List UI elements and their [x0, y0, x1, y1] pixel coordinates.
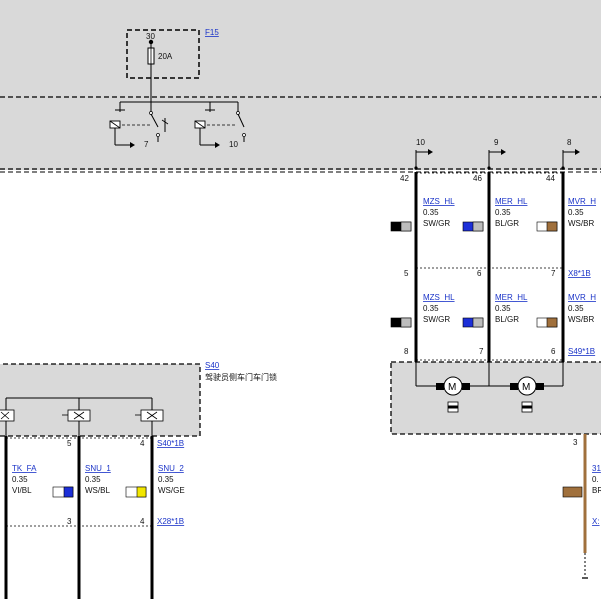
svg-text:M: M: [448, 382, 456, 393]
size-mzs-hl-upper: 0.35: [423, 208, 439, 217]
fuse-ref-link[interactable]: F15: [205, 28, 219, 37]
pin-46: 46: [473, 174, 482, 183]
size-snu-2: 0.35: [158, 475, 174, 484]
s40-ref-link[interactable]: S40: [205, 361, 220, 370]
fuse-terminal: 30: [146, 32, 155, 41]
switch-icon-2[interactable]: [62, 409, 91, 422]
motor-panel[interactable]: [390, 361, 601, 435]
swatch-ws-br-upper: [536, 221, 558, 232]
top-panel: [0, 0, 601, 170]
left-pin-5: 5: [67, 439, 72, 448]
size-snu-1: 0.35: [85, 475, 101, 484]
top-connector-10[interactable]: [414, 149, 433, 170]
svg-text:M: M: [522, 382, 530, 393]
top-pin-10: 10: [416, 138, 425, 147]
swatch-ws-br-lower: [536, 317, 558, 328]
fuse-rating: 20A: [158, 52, 173, 61]
swatch-sw-gr-lower: [390, 317, 412, 328]
label-snu-2[interactable]: SNU_2: [158, 464, 184, 473]
size-mzs-hl-lower: 0.35: [423, 304, 439, 313]
label-snu-1[interactable]: SNU_1: [85, 464, 111, 473]
color-mzs-hl-lower: SW/GR: [423, 315, 450, 324]
color-mer-hl-upper: BL/GR: [495, 219, 519, 228]
relay-right-pin: 10: [229, 140, 238, 149]
top-connector-9[interactable]: [487, 149, 506, 170]
size-mer-hl-upper: 0.35: [495, 208, 511, 217]
left-pin-4: 4: [140, 439, 145, 448]
swatch-vi-bl: [52, 486, 74, 498]
relay-left-pin: 7: [144, 140, 149, 149]
color-mvr-h-upper: WS/BR: [568, 219, 594, 228]
motor-right-icon[interactable]: M: [510, 376, 544, 413]
brown-wire-size: 0.: [592, 475, 599, 484]
swatch-ws-bl: [125, 486, 147, 498]
label-mvr-h-upper[interactable]: MVR_H: [568, 197, 596, 206]
swatch-bl-gr-lower: [462, 317, 484, 328]
label-mzs-hl-upper[interactable]: MZS_HL: [423, 197, 455, 206]
switch-icon-3[interactable]: [135, 409, 164, 422]
left-pin-4-bottom: 4: [140, 517, 145, 526]
pin-6: 6: [477, 269, 482, 278]
pin-7: 7: [551, 269, 556, 278]
connector-s40-link[interactable]: S40*1B: [157, 439, 184, 448]
size-mvr-h-upper: 0.35: [568, 208, 584, 217]
label-mer-hl-upper[interactable]: MER_HL: [495, 197, 528, 206]
connector-x28-link[interactable]: X28*1B: [157, 517, 184, 526]
size-mer-hl-lower: 0.35: [495, 304, 511, 313]
label-mzs-hl-lower[interactable]: MZS_HL: [423, 293, 455, 302]
color-mzs-hl-upper: SW/GR: [423, 219, 450, 228]
brown-wire-name[interactable]: 31: [592, 464, 601, 473]
size-tk-fa: 0.35: [12, 475, 28, 484]
relay-right[interactable]: [194, 102, 246, 148]
swatch-bl-gr-upper: [462, 221, 484, 232]
label-mvr-h-lower[interactable]: MVR_H: [568, 293, 596, 302]
color-snu-1: WS/BL: [85, 486, 110, 495]
brown-wire-color: BR: [592, 486, 601, 495]
pin-6-bottom: 6: [551, 347, 556, 356]
fuse-box[interactable]: [126, 29, 200, 79]
pin-42: 42: [400, 174, 409, 183]
swatch-sw-gr-upper: [390, 221, 412, 232]
pin-44: 44: [546, 174, 555, 183]
pin-7-bottom: 7: [479, 347, 484, 356]
connector-s49-link[interactable]: S49*1B: [568, 347, 595, 356]
brown-wire-connector[interactable]: X:: [592, 517, 600, 526]
swatch-br: [562, 486, 583, 498]
left-pin-3-bottom: 3: [67, 517, 72, 526]
s40-description: 驾驶员侧车门车门锁: [205, 372, 277, 382]
pin-8: 8: [404, 347, 409, 356]
relay-left[interactable]: [109, 102, 169, 148]
color-mer-hl-lower: BL/GR: [495, 315, 519, 324]
motor-left-icon[interactable]: M: [436, 376, 470, 413]
top-connector-8[interactable]: [561, 149, 580, 170]
label-tk-fa[interactable]: TK_FA: [12, 464, 37, 473]
top-pin-9: 9: [494, 138, 499, 147]
label-mer-hl-lower[interactable]: MER_HL: [495, 293, 528, 302]
brown-pin-3: 3: [573, 438, 578, 447]
color-snu-2: WS/GE: [158, 486, 185, 495]
pin-5: 5: [404, 269, 409, 278]
color-mvr-h-lower: WS/BR: [568, 315, 594, 324]
top-pin-8: 8: [567, 138, 572, 147]
connector-x8-link[interactable]: X8*1B: [568, 269, 591, 278]
size-mvr-h-lower: 0.35: [568, 304, 584, 313]
color-tk-fa: VI/BL: [12, 486, 32, 495]
switch-icon-1[interactable]: [0, 409, 15, 422]
s40-panel[interactable]: [0, 363, 201, 437]
